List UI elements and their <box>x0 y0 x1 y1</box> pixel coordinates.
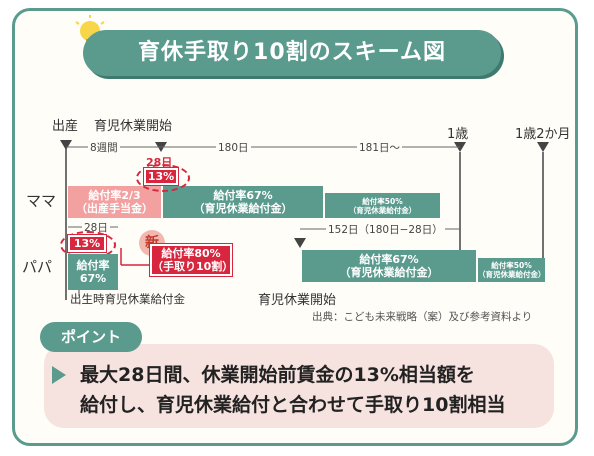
diagram-title: 育休手取り10割のスキーム図 <box>83 30 501 76</box>
row-label-mama: ママ <box>26 192 57 210</box>
mama-leave-name: （育児休業給付金） <box>193 202 293 215</box>
source-note: 出典：こども未来戦略（案）及び参考資料より <box>312 311 533 323</box>
mama-birth-benefit-bar: 給付率2/3 （出産手当金） <box>68 186 161 218</box>
papa-birth-rate-1: 給付率 <box>76 258 110 272</box>
mama-extra-oval <box>136 164 190 192</box>
papa-birth-bar: 給付率 67% <box>68 254 118 290</box>
mama-after-rate: 給付率50% <box>362 196 403 206</box>
period-papa-span: 152日（180日−28日） <box>326 222 445 237</box>
birth-marker-label: 出産 <box>52 119 79 134</box>
point-line-2: 給付し、育児休業給付と合わせて手取り10割相当 <box>80 394 506 416</box>
papa-leave-rate: 給付率67% <box>359 252 419 266</box>
point-tag: ポイント <box>40 322 142 352</box>
mama-after-bar: 給付率50% （育児休業給付金） <box>325 193 440 218</box>
papa-after-rate: 給付率50% <box>491 261 532 270</box>
papa-leave-bar: 給付率67% （育児休業給付金） <box>302 250 476 282</box>
papa-new-rate-bar: 給付率80% （手取り10割） <box>149 243 234 277</box>
mama-after-name: （育児休業給付金） <box>348 205 417 215</box>
period-181days: 181日〜 <box>357 140 403 155</box>
papa-new-note: （手取り10割） <box>152 260 234 273</box>
row-label-papa: パパ <box>22 258 53 276</box>
point-arrow-icon <box>52 366 66 384</box>
point-line-1: 最大28日間、休業開始前賃金の13%相当額を <box>80 364 475 386</box>
papa-leave-name: （育児休業給付金） <box>339 266 439 279</box>
leave-start-marker-label: 育児休業開始 <box>94 119 173 134</box>
period-8weeks: 8週間 <box>88 140 120 155</box>
mama-leave-rate: 給付率67% <box>213 188 273 202</box>
papa-after-name: （育児休業給付金） <box>478 270 546 279</box>
mama-birth-rate: 給付率2/3 <box>88 188 141 202</box>
mama-leave-bar: 給付率67% （育児休業給付金） <box>163 186 323 218</box>
age1-marker-label: 1歳 <box>447 127 469 142</box>
mama-birth-name: （出産手当金） <box>76 202 153 215</box>
mama-extra-bar: 13% <box>143 167 179 186</box>
age1-2-marker-label: 1歳2か月 <box>515 127 571 142</box>
papa-birth-rate-2: 67% <box>79 272 107 285</box>
papa-leave-start-label: 育児休業開始 <box>258 293 337 308</box>
papa-birth-time-label: 出生時育児休業給付金 <box>70 292 185 306</box>
period-180days: 180日 <box>216 140 251 155</box>
point-box <box>44 344 554 428</box>
papa-new-rate: 給付率80% <box>161 246 221 260</box>
papa-extra-bar: 13% <box>67 234 107 253</box>
papa-after-bar: 給付率50% （育児休業給付金） <box>478 258 546 282</box>
